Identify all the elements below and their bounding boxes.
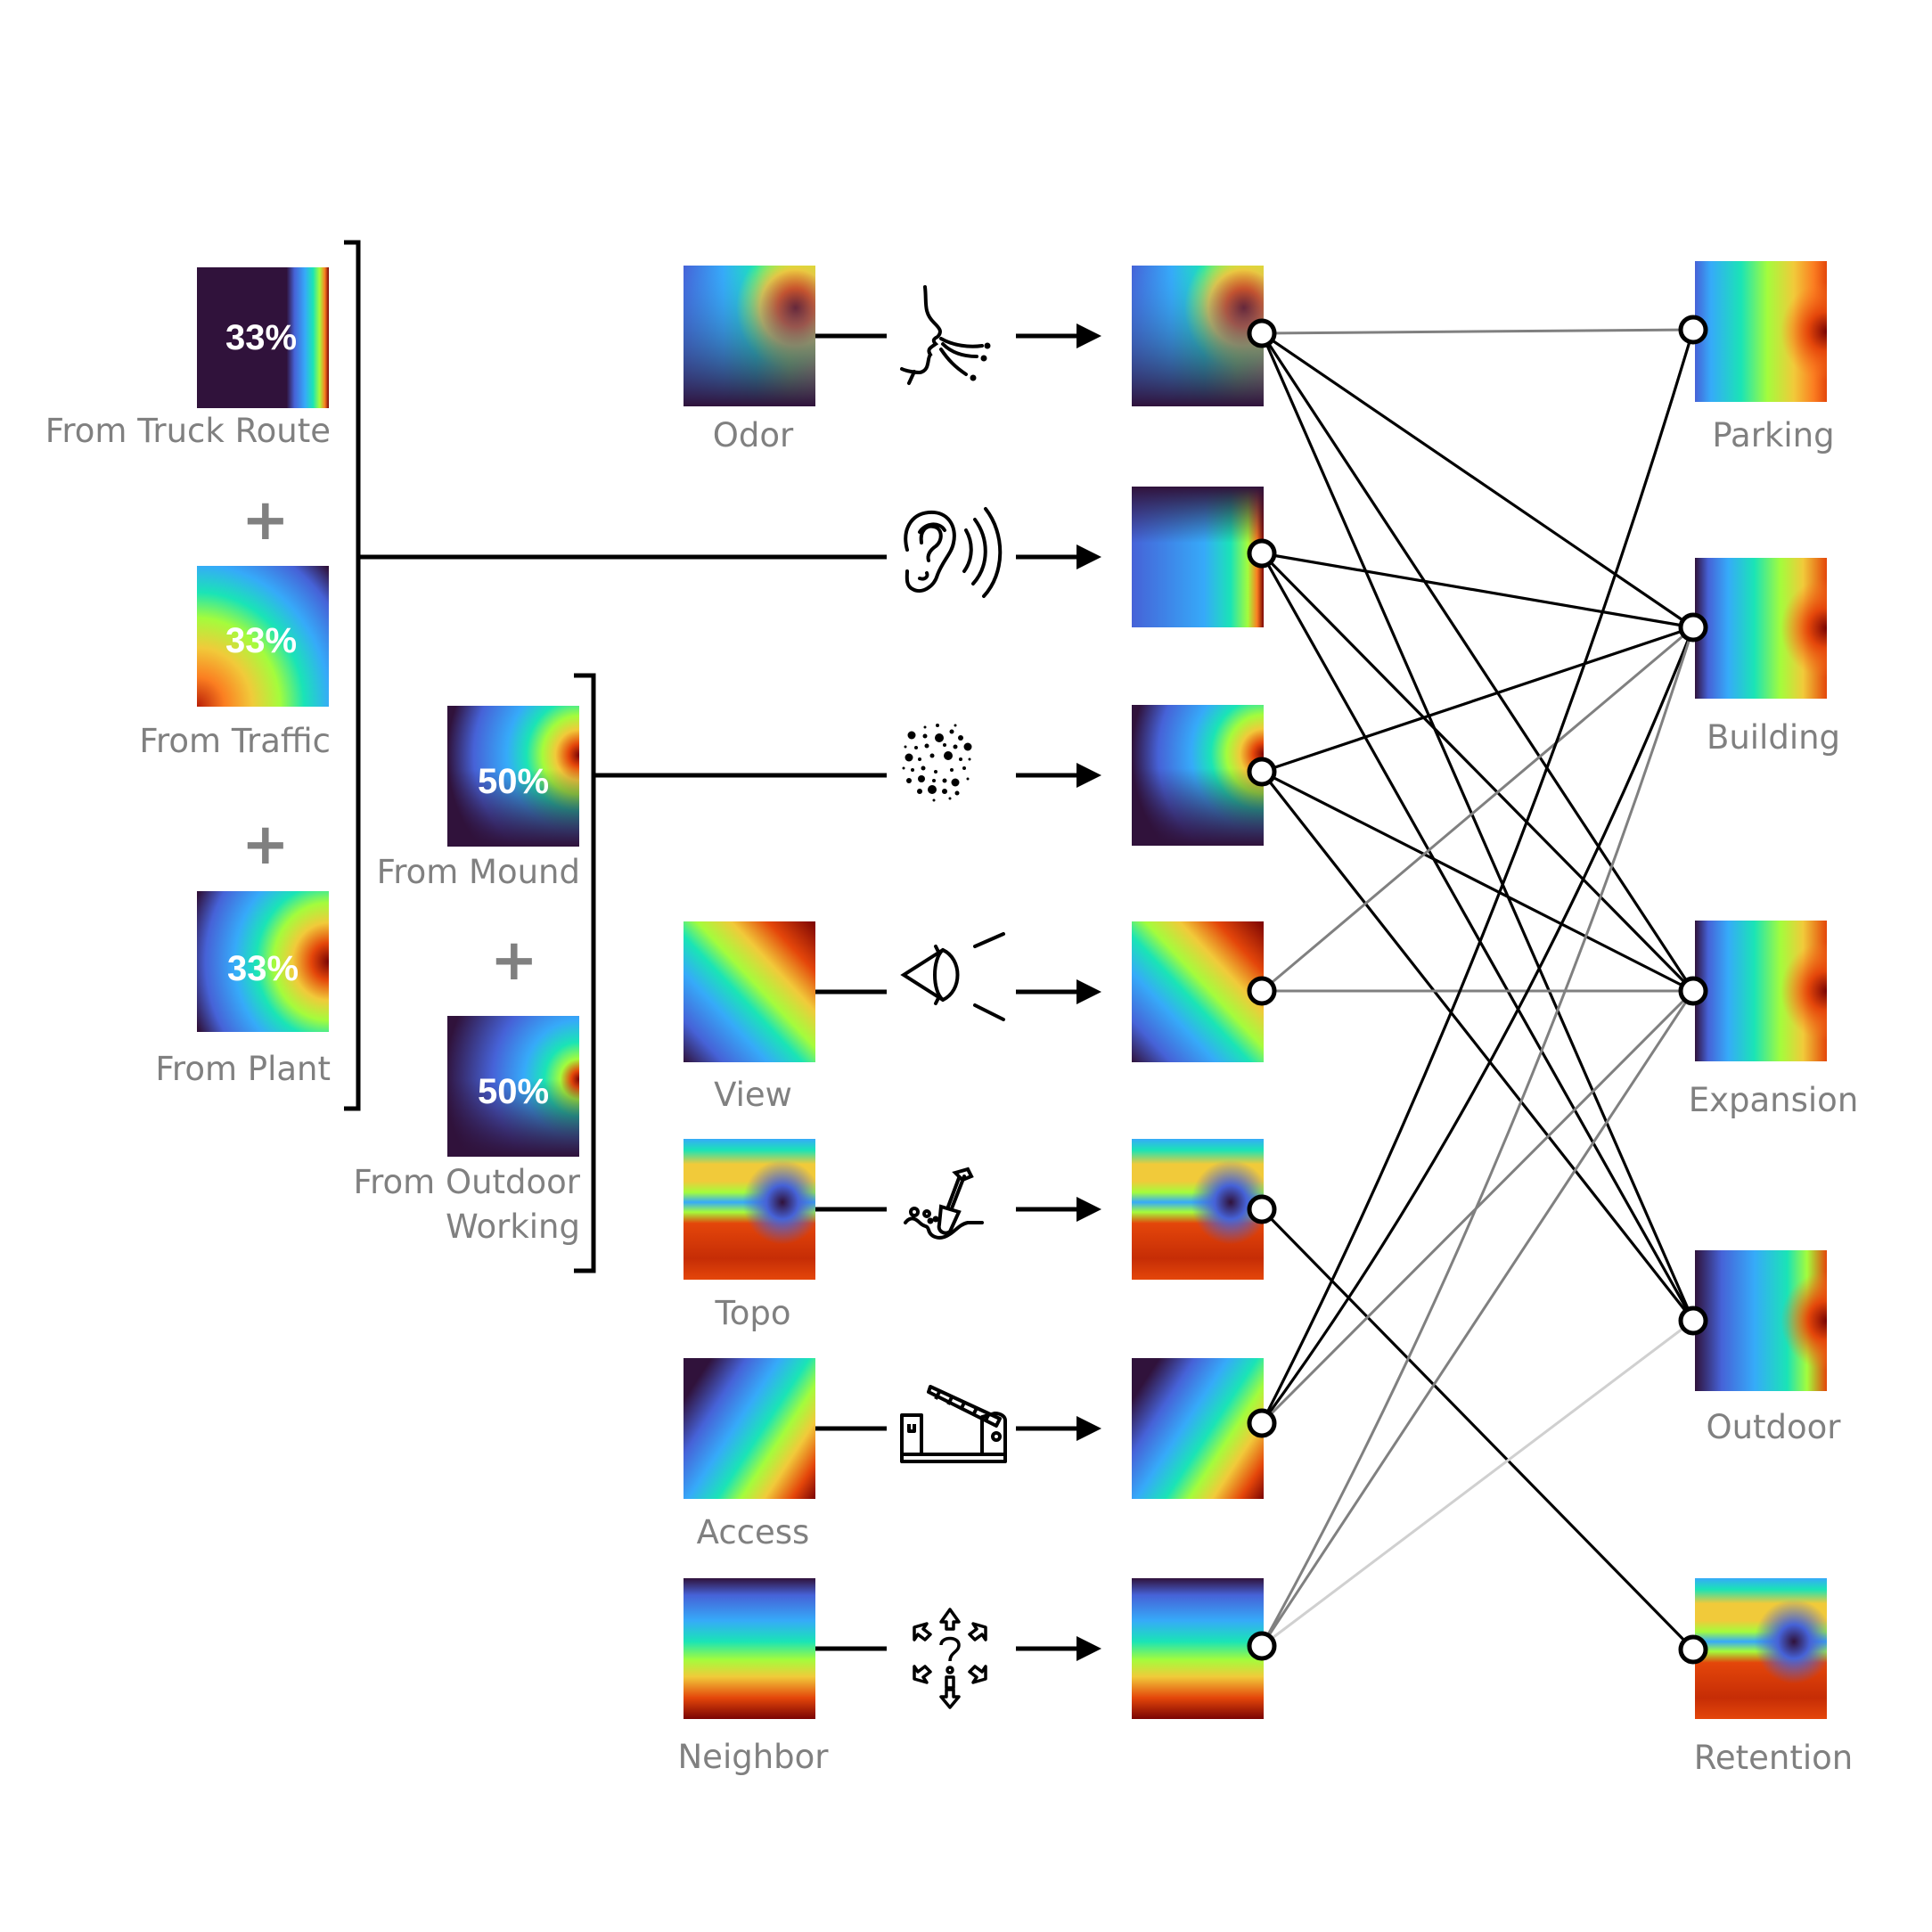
input-map-view (684, 921, 815, 1062)
factor-map-view (1132, 921, 1264, 1062)
arrow-head-dust (1077, 763, 1101, 788)
edge-neighbor-expansion (1260, 990, 1695, 1647)
use-map-parking (1695, 261, 1827, 402)
edge-dust-expansion (1261, 770, 1694, 993)
shovel-dig-icon (904, 1167, 984, 1240)
nose-smell-icon (900, 285, 991, 385)
node-outdoor[interactable] (1678, 1306, 1708, 1336)
ear-sound-icon (904, 507, 1003, 598)
factor-map-noise (1132, 487, 1264, 627)
factor-map-odor (1132, 266, 1264, 406)
factor-map-topo (1132, 1139, 1264, 1280)
weight-traffic: 33% (225, 621, 298, 660)
factor-label-odor: Odor (712, 416, 794, 454)
edge-view-building (1261, 626, 1694, 993)
edge-noise-building (1261, 552, 1694, 629)
node-odor[interactable] (1247, 318, 1277, 348)
node-expansion[interactable] (1678, 976, 1708, 1006)
edge-neighbor-building (1260, 626, 1695, 1647)
use-map-outdoor (1695, 1250, 1827, 1391)
nodes (1247, 315, 1708, 1665)
edge-topo-retention (1260, 1208, 1695, 1651)
use-label-outdoor: Outdoor (1706, 1408, 1841, 1446)
arrow-head-topo (1077, 1197, 1101, 1222)
maps (197, 261, 1827, 1719)
factor-map-dust (1132, 705, 1264, 846)
factor-label-neighbor: Neighbor (677, 1738, 829, 1776)
icons (900, 285, 1007, 1709)
arrow-head-odor (1077, 323, 1101, 348)
group-brackets (344, 240, 596, 1273)
source-map-traffic (197, 566, 329, 707)
arrow-head-view (1077, 979, 1101, 1004)
eye-view-icon (900, 932, 1005, 1021)
use-map-expansion (1695, 921, 1827, 1061)
flow-arrows (1016, 323, 1101, 1661)
input-map-access (684, 1358, 815, 1499)
edge-dust-building (1261, 626, 1694, 774)
source-label-truck-route: From Truck Route (45, 412, 331, 450)
factor-label-topo: Topo (715, 1294, 791, 1332)
weight-truck-route: 33% (225, 318, 298, 357)
node-retention[interactable] (1678, 1634, 1708, 1665)
source-map-plant (197, 891, 329, 1032)
node-noise[interactable] (1247, 538, 1277, 569)
source-map-outdoor_working (447, 1016, 579, 1157)
factor-label-view: View (714, 1076, 792, 1114)
arrow-head-noise (1077, 544, 1101, 569)
node-dust[interactable] (1247, 757, 1277, 787)
edge-noise-outdoor (1260, 553, 1695, 1322)
edge-access-building (1260, 626, 1695, 1424)
connectors (358, 333, 887, 1651)
node-access[interactable] (1247, 1408, 1277, 1438)
factor-map-neighbor (1132, 1578, 1264, 1719)
use-label-retention: Retention (1693, 1739, 1854, 1777)
use-label-building: Building (1706, 718, 1841, 757)
source-label-outdoor-working-line1: From Outdoor (353, 1163, 580, 1201)
edge-access-parking (1260, 329, 1695, 1424)
weight-outdoor-working: 50% (478, 1072, 550, 1111)
barrier-gate-icon (900, 1385, 1007, 1463)
source-label-plant: From Plant (155, 1050, 331, 1088)
arrows-question-icon (913, 1608, 987, 1709)
node-building[interactable] (1678, 612, 1708, 643)
edge-odor-parking (1261, 328, 1694, 335)
node-view[interactable] (1247, 976, 1277, 1006)
use-label-expansion: Expansion (1688, 1081, 1859, 1119)
weight-mound: 50% (478, 762, 550, 801)
use-map-building (1695, 558, 1827, 699)
node-parking[interactable] (1678, 315, 1708, 345)
edge-odor-building (1261, 332, 1694, 629)
source-label-traffic: From Traffic (139, 722, 331, 760)
plus-sign: + (242, 487, 290, 553)
arrow-head-access (1077, 1416, 1101, 1441)
edge-odor-outdoor (1260, 332, 1695, 1322)
edge-noise-expansion (1260, 552, 1695, 993)
plus-sign: + (490, 928, 538, 994)
input-map-odor (684, 266, 815, 406)
edge-dust-outdoor (1260, 771, 1695, 1322)
input-map-topo (684, 1139, 815, 1280)
source-map-mound (447, 706, 579, 847)
source-label-mound: From Mound (376, 853, 580, 891)
input-map-neighbor (684, 1578, 815, 1719)
node-neighbor[interactable] (1247, 1631, 1277, 1661)
node-topo[interactable] (1247, 1194, 1277, 1224)
use-map-retention (1695, 1578, 1827, 1719)
dust-group-bracket (574, 673, 596, 1273)
edge-odor-expansion (1260, 332, 1695, 992)
source-label-outdoor-working-line2: Working (446, 1208, 580, 1246)
noise-group-bracket (344, 240, 361, 1111)
edge-neighbor-outdoor (1261, 1319, 1694, 1648)
dust-particles-icon (902, 724, 972, 802)
factor-label-access: Access (696, 1513, 810, 1551)
arrow-head-neighbor (1077, 1636, 1101, 1661)
factor-map-access (1132, 1358, 1264, 1499)
edges (1260, 328, 1695, 1651)
weight-plant: 33% (227, 949, 299, 988)
source-map-truck_route (197, 267, 329, 408)
plus-sign: + (242, 812, 290, 878)
use-label-parking: Parking (1712, 416, 1835, 454)
